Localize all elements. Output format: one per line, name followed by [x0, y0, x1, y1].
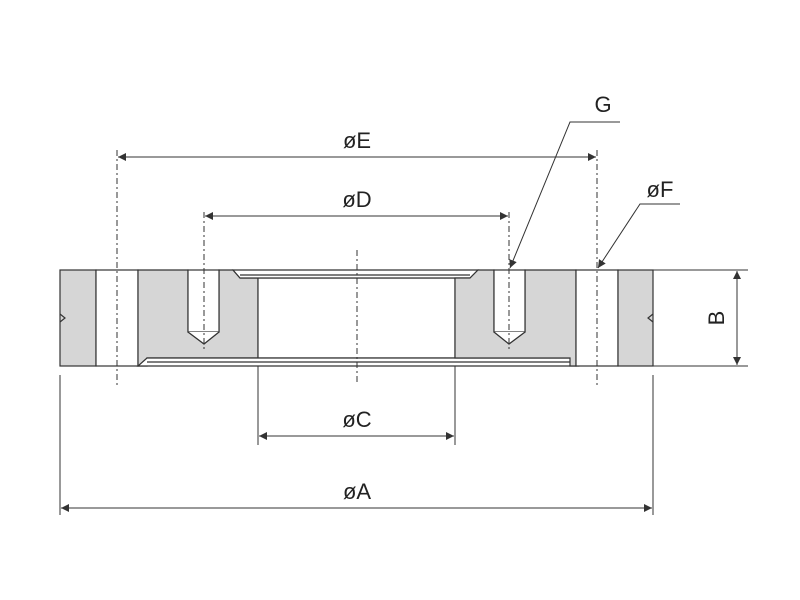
label-dia-e: øE: [343, 128, 371, 153]
label-dia-d: øD: [342, 187, 371, 212]
label-height-b: B: [704, 311, 729, 326]
left-rim: [59, 269, 97, 367]
leader-f: [597, 203, 680, 269]
top-groove: [231, 269, 480, 279]
label-dia-c: øC: [342, 407, 371, 432]
dimension-lines: [61, 153, 741, 512]
center-lines: [116, 150, 598, 385]
leaders: [509, 121, 680, 269]
label-callout-g: G: [594, 92, 611, 117]
leader-g: [509, 121, 620, 269]
label-dia-a: øA: [343, 479, 371, 504]
extension-lines: [59, 269, 748, 515]
label-dia-f: øF: [647, 177, 674, 202]
center-bore: [257, 277, 456, 359]
